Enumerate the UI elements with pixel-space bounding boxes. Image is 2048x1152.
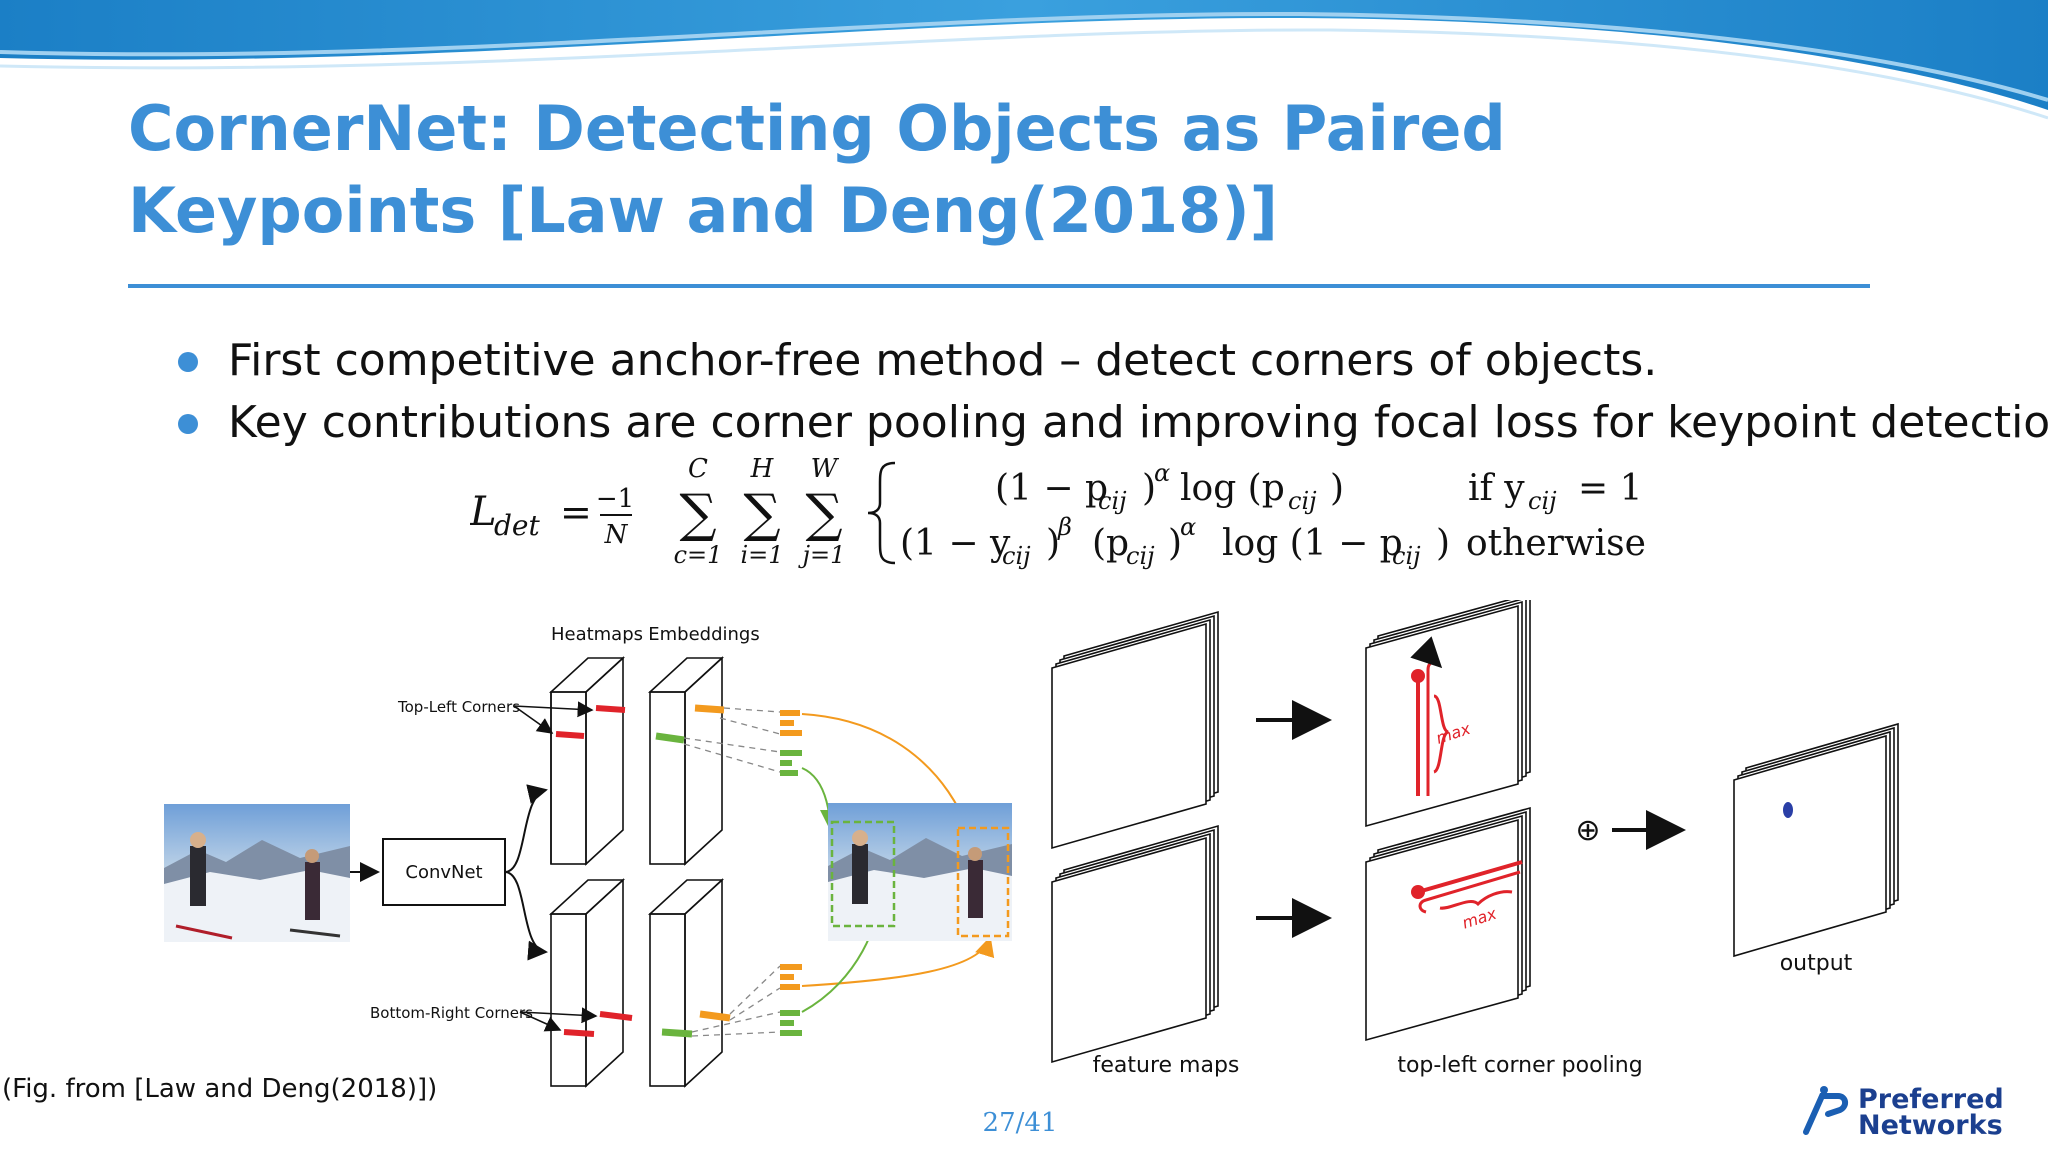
pooling-label: top-left corner pooling — [1397, 1053, 1642, 1078]
convnet-box — [382, 838, 506, 906]
case2-cond: otherwise — [1466, 523, 1646, 564]
feature-map-stack-top — [1051, 610, 1219, 850]
bullet-item: First competitive anchor-free method – d… — [178, 330, 2018, 392]
embedding-top-block — [647, 656, 725, 866]
case1-cond: if y — [1468, 468, 1525, 509]
convnet-label: ConvNet — [405, 862, 482, 883]
heatmap-top-block — [548, 656, 626, 866]
case2-expr: (1 − y — [900, 523, 1011, 564]
slide-title: CornerNet: Detecting Objects as Paired K… — [128, 92, 1506, 247]
bullet-dot — [178, 352, 198, 372]
case2-log: log (1 − p — [1222, 523, 1403, 564]
formula-equals: = — [560, 490, 592, 534]
case2-close-paren: ) — [1046, 523, 1060, 564]
sum1-top: C — [688, 455, 708, 484]
sum1-sigma: ∑ — [679, 484, 716, 544]
formula-lhs: L — [470, 489, 497, 535]
case1-log: log (p — [1180, 468, 1285, 509]
case1-sub: cij — [1098, 487, 1127, 515]
title-underline — [128, 284, 1870, 288]
embedding-bottom-block — [647, 878, 725, 1088]
oplus-symbol: ⊕ — [1575, 813, 1600, 848]
case1-pow: α — [1154, 459, 1170, 487]
sum2-top: H — [750, 455, 775, 484]
sum3-sigma: ∑ — [805, 484, 842, 544]
output-image — [828, 803, 1012, 941]
heatmap-mark-br-2 — [563, 1029, 595, 1037]
case2-pow: β — [1057, 513, 1072, 541]
pooling-vertical-annotation: max — [1410, 636, 1473, 796]
embed-dashed-links — [683, 707, 781, 1037]
case2-mid-sub: cij — [1126, 542, 1155, 570]
embeddings-label: Embeddings — [648, 624, 759, 645]
logo-mark-icon — [1803, 1093, 1848, 1135]
case1-expr: (1 − p — [995, 468, 1108, 509]
embed-vectors-bottom — [780, 964, 802, 1036]
bullet-text: First competitive anchor-free method – d… — [228, 335, 1658, 386]
bottom-right-corners-label: Bottom-Right Corners — [370, 1004, 533, 1022]
page-number: 27/41 — [982, 1108, 1058, 1138]
case2-pow2: α — [1180, 513, 1196, 541]
arrow-convnet-top — [504, 784, 548, 873]
arrow-convnet-bottom — [504, 871, 548, 961]
formula-brace — [867, 461, 896, 565]
formula-lhs-sub: det — [494, 509, 540, 542]
feature-map-stack-bottom — [1051, 824, 1219, 1064]
top-left-corners-label: Top-Left Corners — [397, 698, 520, 716]
sum2-bottom: i=1 — [740, 541, 783, 569]
case1-log-sub: cij — [1288, 487, 1317, 515]
green-flow-top — [801, 767, 840, 830]
case1-cond-rhs: = 1 — [1578, 468, 1643, 509]
bullet-text: Key contributions are corner pooling and… — [228, 397, 2048, 448]
orange-flow-bottom — [801, 936, 995, 987]
header-wave-decoration — [0, 0, 2048, 120]
preferred-networks-logo: Preferred Networks — [1803, 1084, 2004, 1140]
case2-log-close: ) — [1436, 523, 1450, 564]
heatmap-mark-tl-1 — [595, 705, 626, 713]
case1-close-paren: ) — [1142, 468, 1156, 509]
case2-log-sub: cij — [1392, 542, 1421, 570]
heatmaps-label: Heatmaps — [551, 624, 643, 645]
sum3-bottom: j=1 — [798, 541, 846, 569]
heatmap-mark-tl-2 — [555, 731, 585, 739]
feature-maps-label: feature maps — [1093, 1053, 1240, 1078]
logo-line2: Networks — [1858, 1110, 2003, 1140]
heatmap-mark-br-1 — [599, 1011, 633, 1021]
case1-cond-sub: cij — [1528, 487, 1557, 515]
cornernet-figure: Heatmaps Embeddings Top-Left Corners Bot… — [164, 600, 1899, 1088]
sum2-sigma: ∑ — [743, 484, 780, 544]
bullet-item: Key contributions are corner pooling and… — [178, 392, 2048, 454]
case1-log-close: ) — [1330, 468, 1344, 509]
logo-dot-icon — [1820, 1086, 1828, 1094]
case2-sub: cij — [1002, 542, 1031, 570]
heatmap-bottom-block — [548, 878, 626, 1088]
br-pointer-1 — [519, 1007, 598, 1024]
tl-pointer-1 — [513, 701, 594, 718]
embed-mark-green-bottom — [661, 1028, 693, 1038]
embed-mark-green-top — [655, 732, 685, 744]
embed-mark-orange-bottom — [699, 1010, 731, 1022]
embed-mark-orange-top — [694, 704, 725, 714]
formula-frac-num: −1 — [596, 484, 634, 514]
focal-loss-formula: L det = −1 N C ∑ c=1 H ∑ i=1 W ∑ j=1 (1 … — [470, 455, 1646, 570]
bullet-dot — [178, 414, 198, 434]
br-pointer-2 — [519, 1011, 562, 1032]
pooled-stack-top — [1365, 600, 1531, 828]
case2-mid: (p — [1092, 523, 1129, 564]
figure-caption: (Fig. from [Law and Deng(2018)]) — [2, 1074, 438, 1104]
tl-pointer-2 — [513, 705, 554, 734]
bullet-list: First competitive anchor-free method – d… — [178, 330, 2048, 454]
pooled-stack-bottom — [1365, 806, 1531, 1042]
input-image — [164, 804, 350, 942]
logo-line1: Preferred — [1858, 1084, 2004, 1115]
embed-vectors-top — [780, 710, 802, 776]
sum1-bottom: c=1 — [674, 541, 723, 569]
formula-frac-den: N — [604, 520, 629, 550]
output-stack — [1733, 722, 1899, 958]
case2-mid-close: ) — [1168, 523, 1182, 564]
sum3-top: W — [811, 455, 840, 484]
output-peak-dot — [1783, 802, 1793, 818]
output-label: output — [1780, 951, 1853, 976]
